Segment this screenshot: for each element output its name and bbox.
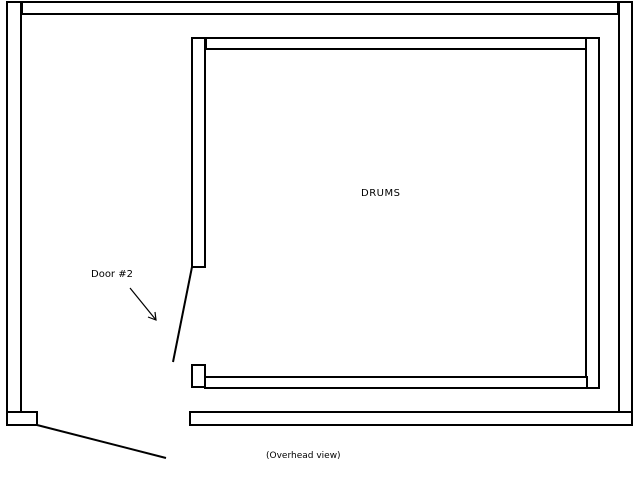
outer-wall-top: [21, 1, 619, 15]
door-label: Door #2: [91, 269, 133, 280]
room-label-drums: DRUMS: [361, 188, 401, 199]
inner-wall-left-upper: [191, 37, 206, 268]
view-caption: (Overhead view): [266, 451, 341, 461]
door-2-leaf: [172, 266, 193, 363]
outer-wall-bottom-left-stub: [6, 411, 38, 426]
outer-wall-bottom: [189, 411, 633, 426]
door-label-arrow: [129, 287, 157, 321]
outer-wall-left: [6, 1, 22, 413]
inner-wall-right: [585, 37, 600, 389]
door-label-arrowhead: [147, 311, 157, 321]
inner-wall-top: [205, 37, 587, 50]
inner-wall-left-lower: [191, 364, 206, 388]
outer-wall-right: [618, 1, 633, 413]
inner-wall-bottom: [204, 376, 588, 389]
outer-door-leaf: [36, 424, 167, 459]
